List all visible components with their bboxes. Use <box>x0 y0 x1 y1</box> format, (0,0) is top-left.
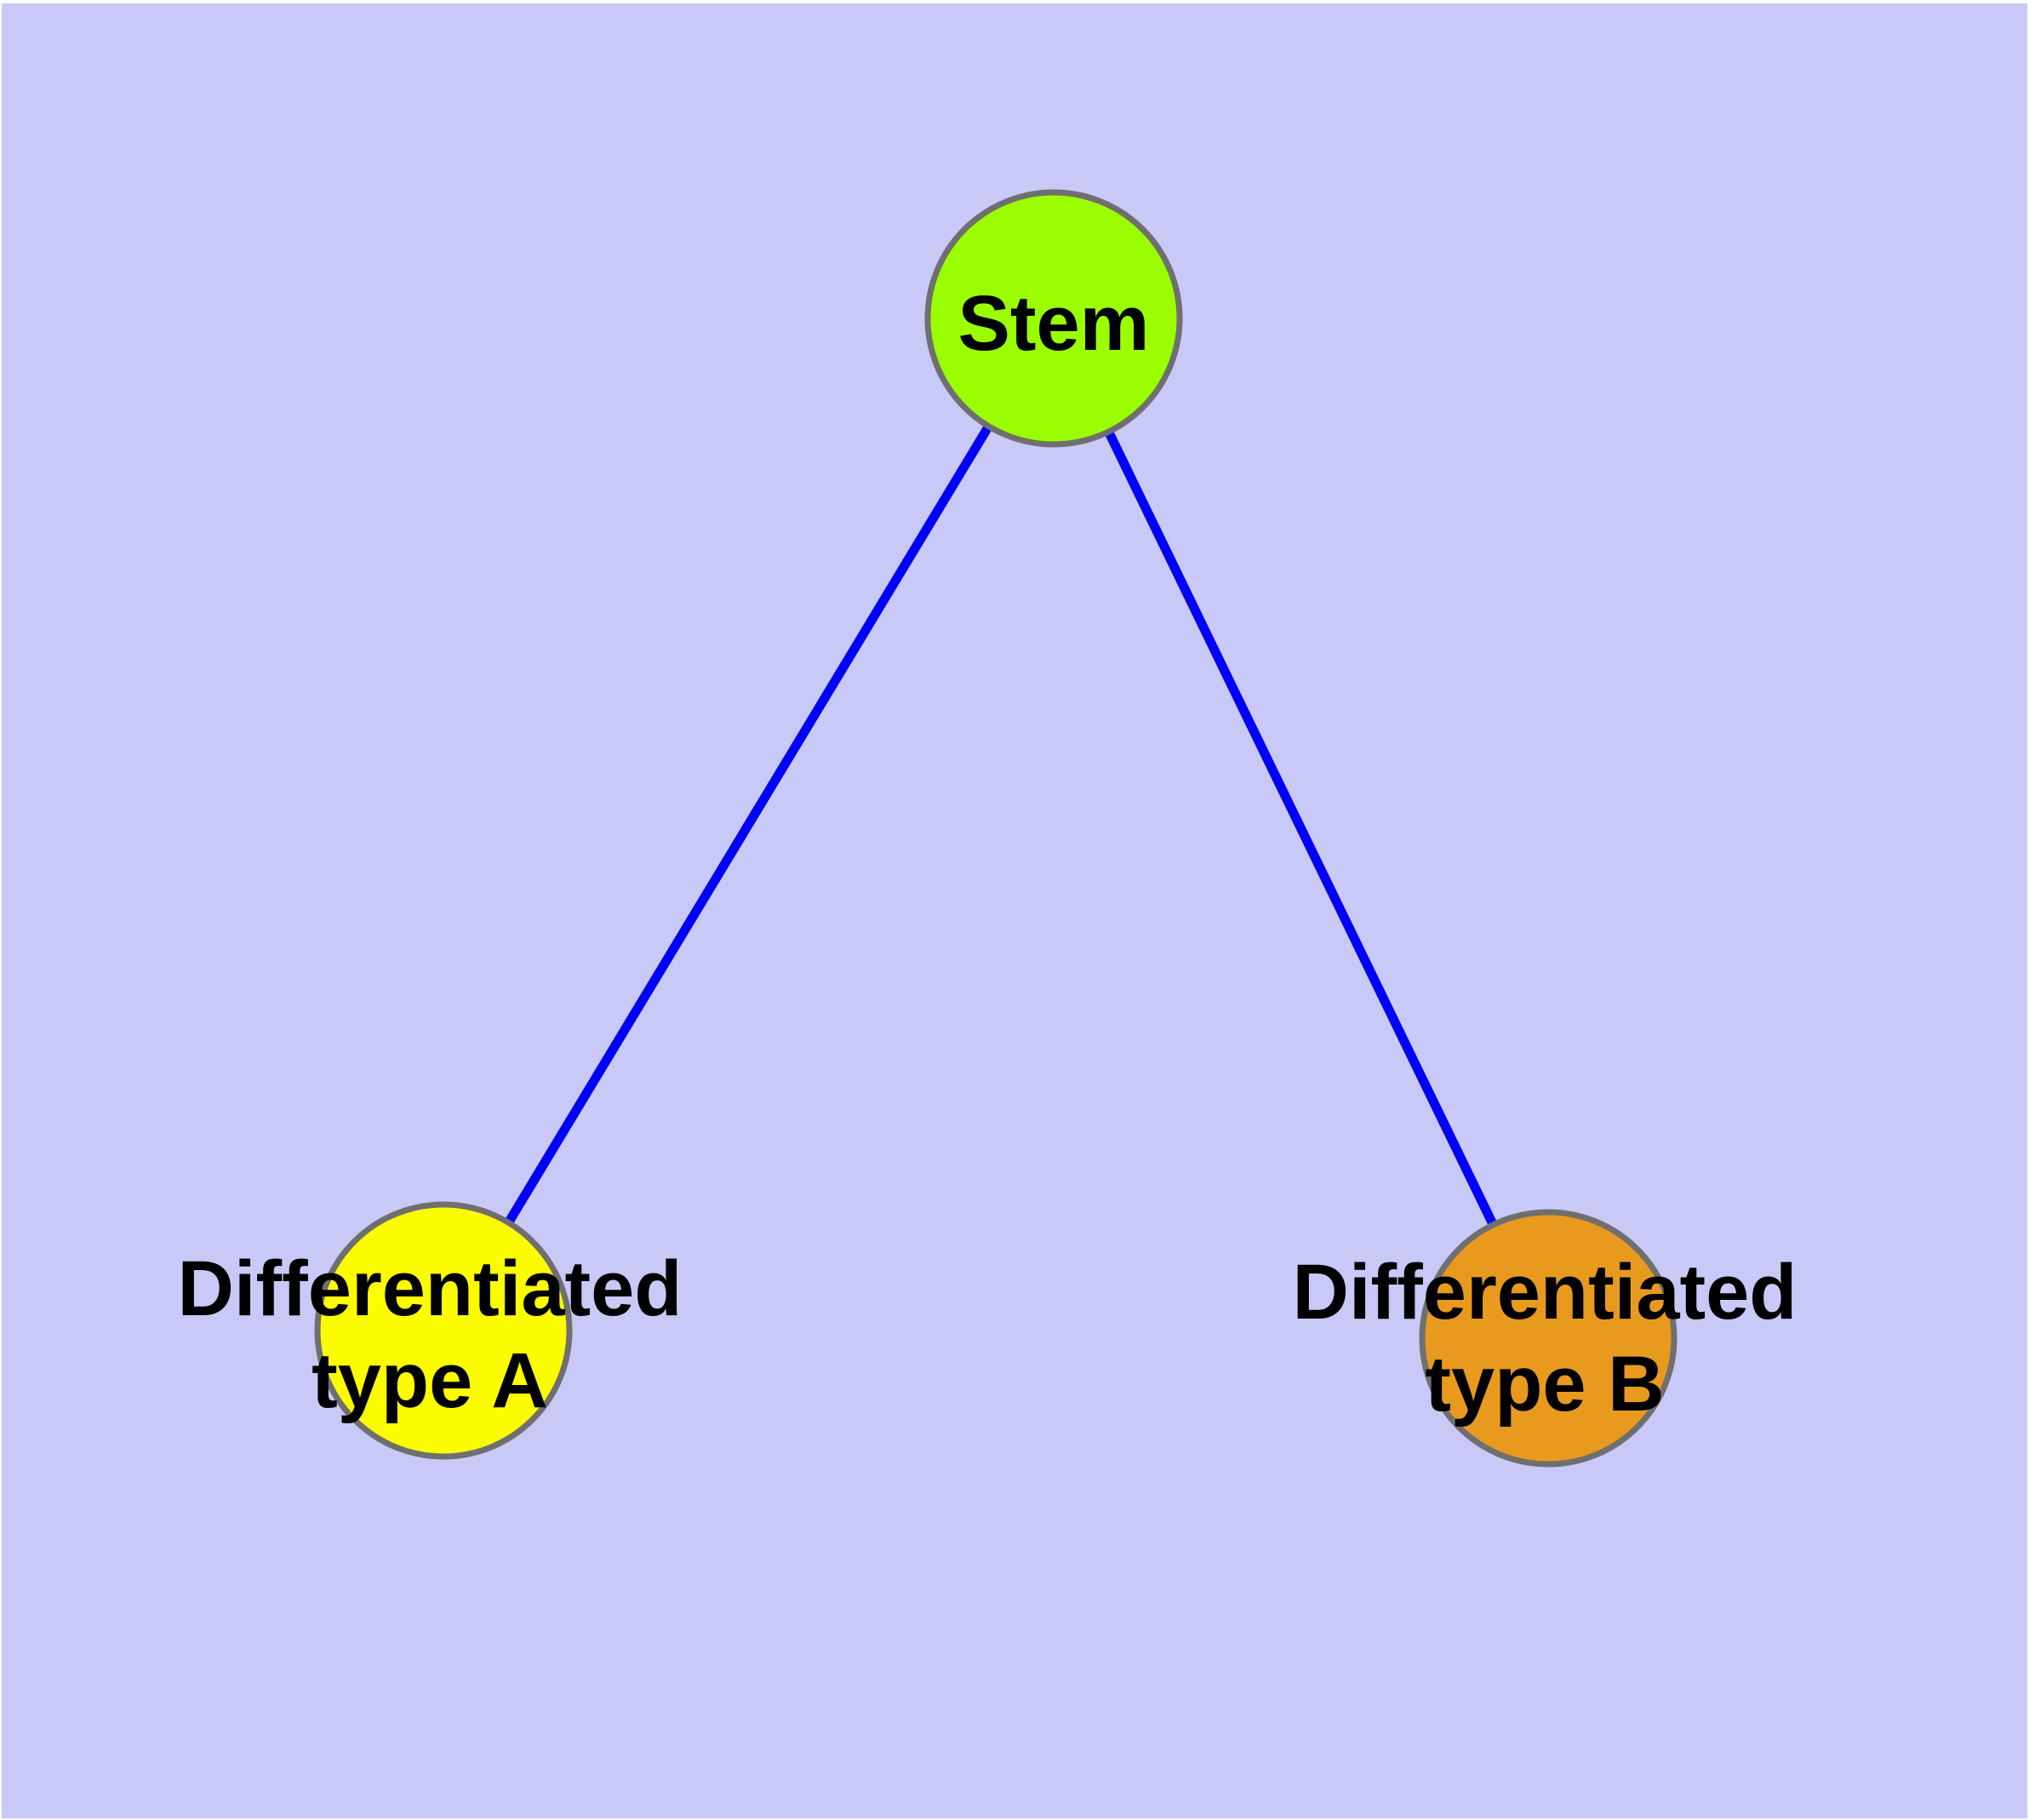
node-type-b-circle <box>1419 1209 1677 1468</box>
graph-svg <box>2 3 2027 1818</box>
node-type-a-circle <box>314 1201 573 1460</box>
node-stem-circle <box>924 189 1183 448</box>
diagram-canvas: Stem Differentiated type A Differentiate… <box>2 3 2027 1818</box>
edge-stem-to-type-b <box>1049 316 1552 1341</box>
edge-stem-to-type-a <box>439 316 1058 1333</box>
